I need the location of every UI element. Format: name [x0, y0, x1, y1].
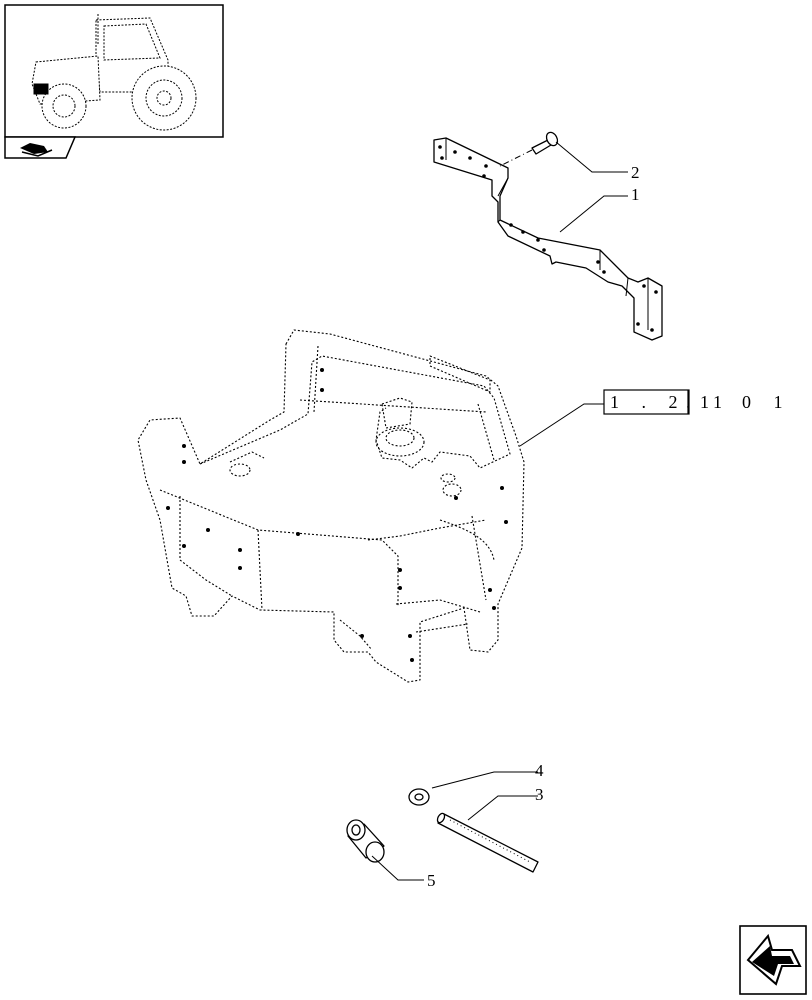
callout-3: 3 — [535, 785, 544, 804]
callouts: 2 1 4 3 5 — [427, 163, 640, 890]
frame-holes — [166, 368, 508, 662]
next-page-icon — [746, 933, 802, 986]
reference-link[interactable]: 1 . 2 1 . 1 0 1 — [603, 389, 792, 415]
tractor-icon — [31, 14, 197, 131]
next-page-button[interactable] — [739, 925, 807, 995]
reference-end: 0 1 — [742, 392, 792, 412]
section-tag — [4, 136, 77, 159]
tractor-thumbnail — [4, 4, 224, 159]
callout-1: 1 — [631, 185, 640, 204]
callout-4: 4 — [535, 761, 544, 780]
washer-part-4 — [408, 788, 430, 806]
reference-main: 1 . 2 1 — [610, 392, 718, 412]
bracket-part-1 — [433, 137, 663, 341]
leader-lines — [371, 141, 628, 881]
front-support-frame — [137, 329, 525, 683]
rod-part-3 — [436, 812, 539, 873]
bushing-part-5 — [346, 819, 385, 863]
bracket-holes — [438, 145, 658, 332]
reference-sub: . 1 — [686, 392, 731, 412]
bolt-part-2 — [499, 131, 559, 167]
callout-2: 2 — [631, 163, 640, 182]
callout-5: 5 — [427, 871, 436, 890]
